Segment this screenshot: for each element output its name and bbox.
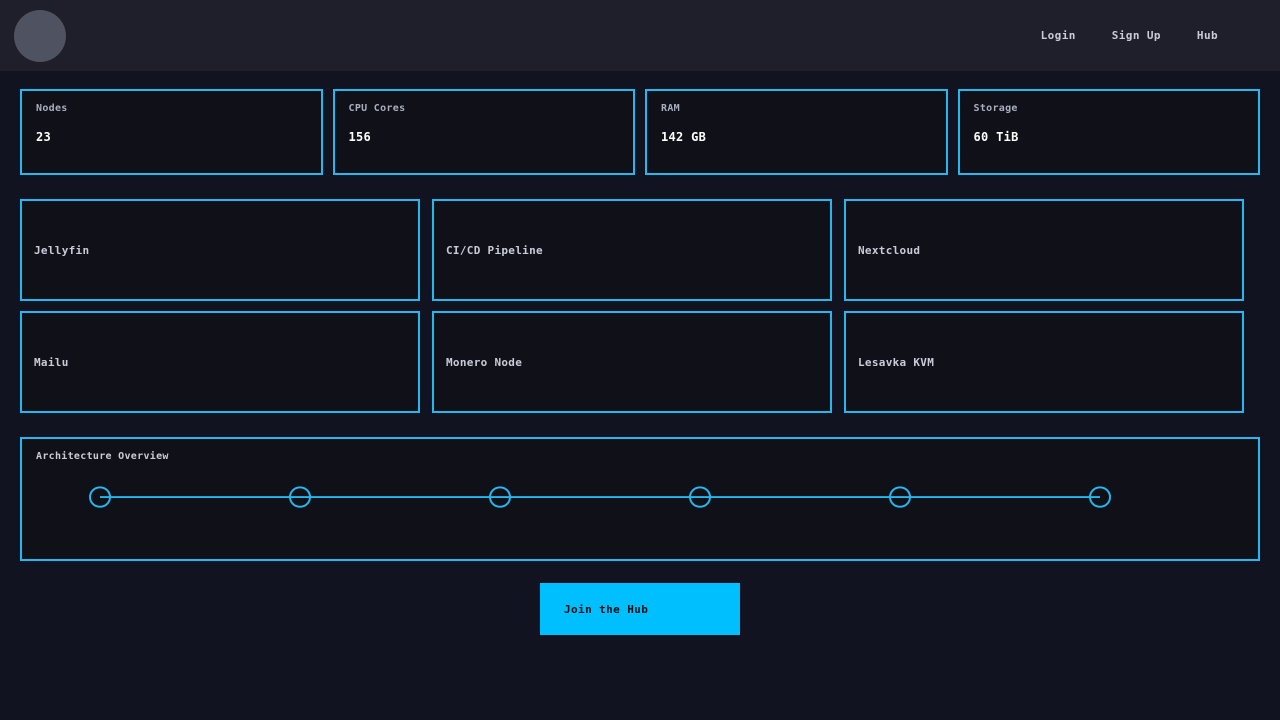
stat-label: CPU Cores bbox=[348, 103, 406, 114]
cta-section: Join the Hub bbox=[20, 583, 1260, 635]
architecture-node-6[interactable] bbox=[1089, 486, 1111, 508]
service-card-mailu[interactable]: Mailu bbox=[20, 311, 420, 413]
services-grid: Jellyfin CI/CD Pipeline Nextcloud Mailu … bbox=[20, 199, 1260, 413]
stat-value: 142 GB bbox=[661, 130, 707, 144]
stat-card-cpu-cores: CPU Cores 156 bbox=[332, 89, 635, 175]
site-header: Login Sign Up Hub bbox=[0, 0, 1280, 71]
architecture-title: Architecture Overview bbox=[36, 451, 169, 462]
stat-label: Storage bbox=[973, 103, 1018, 114]
architecture-node-5[interactable] bbox=[889, 486, 911, 508]
join-the-hub-button[interactable]: Join the Hub bbox=[540, 583, 740, 635]
service-card-ci-cd-pipeline[interactable]: CI/CD Pipeline bbox=[432, 199, 832, 301]
nav-link-login[interactable]: Login bbox=[1040, 29, 1076, 42]
service-name: Mailu bbox=[34, 355, 69, 369]
stat-card-nodes: Nodes 23 bbox=[20, 89, 323, 175]
architecture-node-3[interactable] bbox=[489, 486, 511, 508]
stats-row: Nodes 23 CPU Cores 156 RAM 142 GB Storag… bbox=[20, 89, 1260, 175]
stat-label: RAM bbox=[661, 103, 680, 114]
service-name: CI/CD Pipeline bbox=[446, 243, 543, 257]
brand-avatar-icon[interactable] bbox=[14, 9, 66, 62]
stat-label: Nodes bbox=[36, 103, 68, 114]
stat-value: 23 bbox=[36, 130, 52, 144]
architecture-node-4[interactable] bbox=[689, 486, 711, 508]
service-card-monero-node[interactable]: Monero Node bbox=[432, 311, 832, 413]
service-card-nextcloud[interactable]: Nextcloud bbox=[844, 199, 1244, 301]
architecture-node-2[interactable] bbox=[289, 486, 311, 508]
architecture-overview-panel: Architecture Overview bbox=[20, 437, 1260, 561]
service-card-lesavka-kvm[interactable]: Lesavka KVM bbox=[844, 311, 1244, 413]
main-navigation: Login Sign Up Hub bbox=[1041, 29, 1264, 42]
stat-value: 156 bbox=[348, 130, 372, 144]
page-content: Nodes 23 CPU Cores 156 RAM 142 GB Storag… bbox=[0, 71, 1280, 635]
stat-card-storage: Storage 60 TiB bbox=[957, 89, 1260, 175]
service-name: Jellyfin bbox=[34, 243, 90, 257]
architecture-node-1[interactable] bbox=[89, 486, 111, 508]
service-card-jellyfin[interactable]: Jellyfin bbox=[20, 199, 420, 301]
service-name: Nextcloud bbox=[858, 243, 921, 257]
service-name: Lesavka KVM bbox=[858, 355, 935, 369]
stat-card-ram: RAM 142 GB bbox=[645, 89, 948, 175]
architecture-diagram bbox=[89, 486, 1111, 508]
service-name: Monero Node bbox=[446, 355, 523, 369]
nav-link-sign-up[interactable]: Sign Up bbox=[1111, 29, 1161, 42]
stat-value: 60 TiB bbox=[973, 130, 1019, 144]
nav-link-hub[interactable]: Hub bbox=[1196, 29, 1218, 42]
